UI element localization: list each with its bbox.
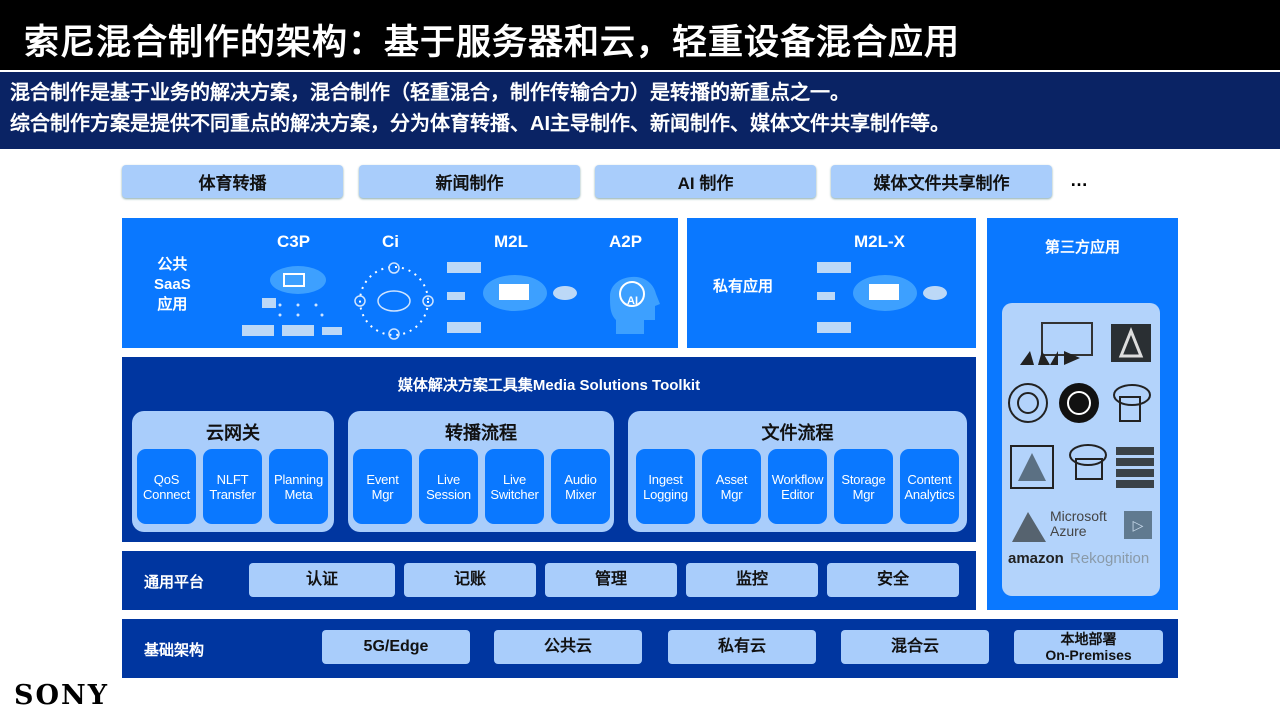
platform-monitoring: 监控 [686, 563, 818, 597]
module-line: Mgr [720, 486, 743, 502]
module-line: Analytics [904, 486, 955, 502]
infra-hybrid-cloud: 混合云 [841, 630, 989, 664]
logo-text: Azure [1050, 523, 1087, 539]
infra-private-cloud: 私有云 [668, 630, 816, 664]
ci-collaboration-icon [354, 262, 434, 340]
module-line: Meta [284, 486, 313, 502]
module-line: Switcher [490, 486, 539, 502]
service-ci: Ci [382, 232, 399, 251]
ai-badge: AI [627, 295, 638, 307]
module-line: Live [502, 471, 527, 487]
platform-label: 通用平台 [144, 574, 205, 591]
microsoft-azure-text: Microsoft Azure [1050, 509, 1107, 539]
subtitle-line-2: 综合制作方案是提供不同重点的解决方案，分为体育转播、AI主导制作、新闻制作、媒体… [10, 113, 950, 135]
a2p-ai-brain-icon [610, 276, 660, 334]
infra-row: 基础架构 [122, 619, 1178, 678]
private-app-label: 私有应用 [713, 278, 774, 295]
private-app-panel: 私有应用 M2L-X [687, 218, 976, 348]
module-line: Asset [715, 471, 748, 487]
module-line: Planning [274, 471, 323, 487]
module-line: Audio [564, 471, 597, 487]
module-line: Workflow [771, 471, 824, 487]
c3p-cloud-cameras-icon [242, 266, 342, 336]
avid-logo-icon [1020, 322, 1151, 365]
platform-billing: 记账 [404, 563, 536, 597]
third-party-panel: 第三方应用 Microsoft Azure ▷ amazon Rekogniti… [987, 218, 1178, 610]
label-line: 公共 [157, 256, 188, 273]
service-a2p: A2P [609, 232, 643, 251]
subtitle-band: 混合制作是基于业务的解决方案，混合制作（轻重混合，制作传输合力）是转播的新重点之… [0, 72, 1280, 149]
media-services-icon: ▷ [1124, 511, 1152, 539]
module-line: Ingest [648, 471, 683, 487]
module-line: Session [426, 486, 471, 502]
module-line: NLFT [216, 471, 249, 487]
service-m2l-x: M2L-X [854, 232, 905, 251]
module-line: Transfer [209, 486, 256, 502]
infra-5g-edge: 5G/Edge [322, 630, 470, 664]
module-line: Mgr [371, 486, 394, 502]
toolkit-title: 媒体解决方案工具集Media Solutions Toolkit [397, 377, 701, 394]
module-line: Logging [643, 486, 688, 502]
infra-public-cloud: 公共云 [494, 630, 642, 664]
service-m2l: M2L [494, 232, 528, 251]
workflow-icons [1008, 383, 1151, 423]
module-line: Content [907, 471, 952, 487]
public-saas-panel: 公共 SaaS 应用 C3P Ci M2L A2P AI [122, 218, 678, 348]
azure-logo-icon [1012, 512, 1046, 542]
onprem-line: 本地部署 [1060, 631, 1117, 647]
third-party-logos: Microsoft Azure ▷ amazon Rekognition [1002, 303, 1160, 596]
tab-sports: 体育转播 [122, 165, 343, 198]
logo-text: Microsoft [1050, 508, 1107, 524]
public-saas-label: 公共 SaaS 应用 [154, 255, 191, 315]
infra-on-premises: 本地部署 On-Premises [1014, 630, 1163, 664]
label-line: SaaS [154, 276, 191, 293]
tab-media-sharing: 媒体文件共享制作 [831, 165, 1052, 198]
module-line: Storage [841, 471, 886, 487]
tab-ai: AI 制作 [595, 165, 816, 198]
label-line: 应用 [157, 296, 188, 313]
module-line: Editor [781, 486, 814, 502]
rekognition-logo-text: Rekognition [1070, 550, 1150, 567]
service-c3p: C3P [277, 232, 311, 251]
platform-auth: 认证 [249, 563, 395, 597]
platform-security: 安全 [827, 563, 959, 597]
module-line: Live [436, 471, 461, 487]
module-line: QoS [153, 471, 180, 487]
m2l-cloud-switcher-icon [447, 262, 577, 333]
module-line: Event [366, 471, 399, 487]
module-line: Connect [142, 486, 191, 502]
m2l-x-cloud-switcher-icon [817, 262, 947, 333]
infra-label: 基础架构 [144, 642, 205, 659]
group-title: 云网关 [206, 423, 260, 443]
module-line: Mixer [565, 486, 596, 502]
tabs-more: … [1070, 170, 1088, 190]
tab-news: 新闻制作 [359, 165, 580, 198]
server-icons [1010, 444, 1154, 489]
slide-title: 索尼混合制作的架构：基于服务器和云，轻重设备混合应用 [0, 0, 1280, 70]
group-title: 文件流程 [761, 423, 834, 443]
sony-logo: SONY [14, 680, 109, 711]
module-line: Mgr [852, 486, 875, 502]
group-title: 转播流程 [445, 423, 517, 443]
amazon-logo-text: amazon [1008, 550, 1064, 567]
subtitle-line-1: 混合制作是基于业务的解决方案，混合制作（轻重混合，制作传输合力）是转播的新重点之… [10, 82, 850, 104]
third-party-label: 第三方应用 [1044, 239, 1120, 256]
platform-management: 管理 [545, 563, 677, 597]
onprem-line: On-Premises [1045, 647, 1132, 663]
